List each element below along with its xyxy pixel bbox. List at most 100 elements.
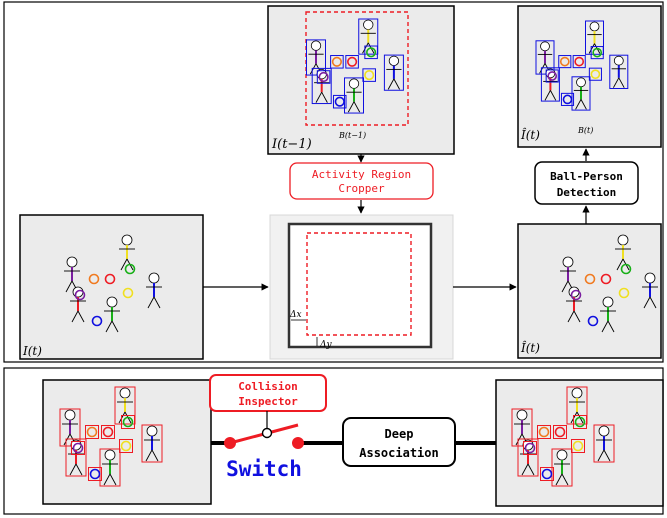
ball-bounding-box (572, 55, 586, 69)
person-bounding-box (535, 40, 555, 75)
person-head (310, 40, 322, 51)
ball (584, 273, 596, 285)
ball (620, 263, 632, 275)
ball-bounding-box (316, 70, 331, 84)
scene-figures (59, 18, 658, 487)
person-head (148, 272, 160, 284)
person-leg (309, 63, 317, 75)
ball (122, 416, 134, 428)
delta-y-label: Δy (319, 340, 332, 350)
person-leg (109, 473, 117, 486)
person-leg (77, 310, 85, 323)
person-head (598, 425, 610, 437)
person-bounding-box (609, 54, 629, 89)
person-leg (561, 280, 569, 293)
ball-bounding-box (364, 45, 378, 60)
person-head (104, 449, 116, 461)
ball (89, 468, 101, 480)
person-head (602, 296, 614, 308)
person-leg (643, 296, 651, 309)
person-leg (69, 463, 77, 476)
person-head (644, 272, 656, 284)
collision-label-1: Collision (238, 380, 298, 393)
person-leg (597, 449, 605, 462)
person-bounding-box (593, 424, 615, 463)
ball-person-detection-box (534, 161, 639, 205)
person-leg (353, 101, 361, 113)
person-bounding-box (306, 39, 326, 76)
ball (86, 426, 98, 438)
ball-bounding-box (545, 69, 559, 83)
collision-label-2: Inspector (238, 395, 298, 408)
crop-frame (287, 222, 433, 349)
person-leg (603, 449, 611, 462)
ball (559, 56, 570, 67)
person-leg (362, 42, 369, 54)
person-leg (555, 473, 563, 486)
person-leg (618, 77, 625, 88)
ball (318, 71, 329, 83)
bbox-out-label: B(t) (577, 126, 593, 135)
person-bounding-box (141, 424, 163, 463)
person-head (146, 425, 158, 437)
person-leg (387, 78, 395, 90)
person-leg (120, 258, 128, 271)
ball (102, 426, 114, 438)
ball (538, 426, 550, 438)
ball-bounding-box (362, 68, 376, 82)
delta-x-label: Δx (289, 310, 302, 320)
detection-label-1: Ball-Person (550, 170, 623, 183)
person-head (106, 296, 118, 308)
person-leg (575, 99, 582, 110)
ball-bounding-box (523, 441, 537, 455)
crop-region (306, 232, 412, 336)
person-head (556, 449, 568, 461)
person-leg (588, 43, 595, 54)
ball-bounding-box (345, 55, 359, 69)
person-leg (567, 310, 575, 323)
ball (570, 289, 582, 301)
ball-bounding-box (121, 415, 135, 429)
ball (574, 416, 586, 428)
person-head (72, 286, 84, 298)
detection-label-2: Detection (557, 186, 617, 199)
person-bounding-box (566, 386, 588, 425)
ball-bounding-box (560, 92, 575, 106)
ball-bounding-box (101, 425, 115, 439)
person-bounding-box (65, 438, 87, 477)
person-head (388, 55, 400, 66)
person-leg (544, 90, 551, 101)
frame-mid-label: Î(t) (520, 340, 540, 355)
ball (590, 69, 601, 80)
input-frame-panel (19, 214, 204, 360)
person-bounding-box (585, 20, 604, 55)
ball-bounding-box (558, 55, 572, 69)
deep-assoc-label-1: Deep (385, 427, 414, 441)
person-leg (561, 473, 569, 486)
ball (366, 47, 377, 58)
cropper-label-1: Activity Region (312, 168, 411, 181)
ball (124, 263, 136, 275)
person-leg (145, 449, 153, 462)
ball-bounding-box (573, 415, 587, 429)
ball-bounding-box (540, 467, 554, 481)
ball-bounding-box (553, 425, 567, 439)
person-head (540, 41, 550, 52)
ball (587, 315, 599, 327)
previous-frame-panel (267, 5, 455, 155)
person-leg (347, 101, 355, 113)
ball (122, 287, 134, 299)
person-head (66, 256, 78, 268)
person-bounding-box (59, 408, 81, 447)
switch-label: Switch (226, 457, 302, 481)
inspector-pivot (261, 427, 273, 439)
person-leg (607, 320, 615, 333)
ball (331, 56, 342, 67)
person-bounding-box (540, 67, 560, 102)
person-head (516, 409, 528, 421)
ball-bounding-box (88, 467, 102, 481)
ball-bounding-box (588, 67, 602, 81)
ball-bounding-box (590, 46, 604, 60)
person-leg (151, 449, 159, 462)
